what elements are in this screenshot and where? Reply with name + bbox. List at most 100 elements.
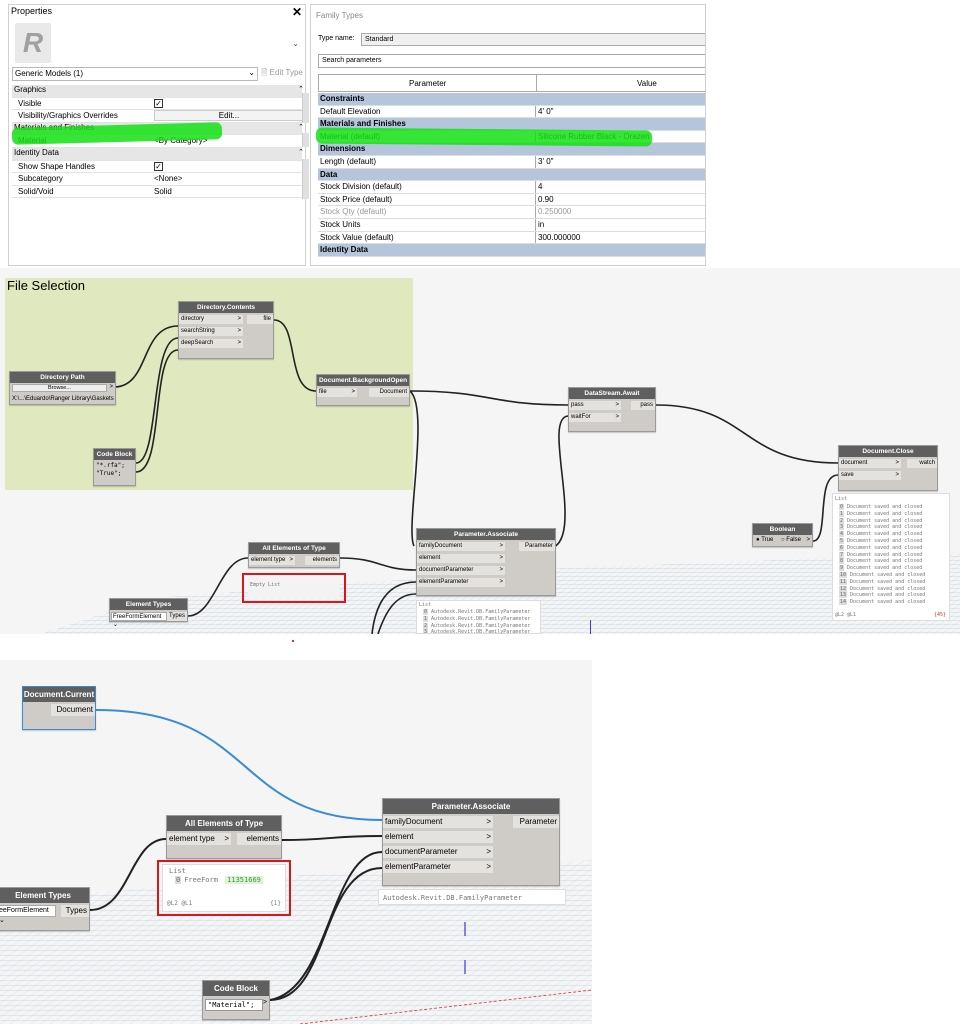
scrollbar[interactable] bbox=[302, 159, 309, 199]
parameter-group[interactable]: Constraints bbox=[318, 93, 705, 106]
element-types-node[interactable]: Element Types eeFormElement ⌄ Types bbox=[0, 887, 90, 931]
parameter-group[interactable]: Data bbox=[318, 168, 705, 182]
input-port[interactable]: elementParameter> bbox=[417, 578, 505, 587]
property-value[interactable]: <By Category> bbox=[154, 136, 208, 146]
parameter-group[interactable]: Dimensions bbox=[318, 143, 705, 156]
output-port[interactable]: Document bbox=[51, 704, 95, 716]
output-port[interactable]: Parameter bbox=[513, 816, 559, 828]
parameter-row[interactable]: Stock Division (default)4 bbox=[318, 181, 705, 194]
parameter-value[interactable]: 3' 0" bbox=[538, 157, 554, 166]
search-parameters-input[interactable]: Search parameters bbox=[318, 54, 705, 68]
scrollbar[interactable] bbox=[302, 93, 309, 123]
code-line[interactable]: "*.rfa"; bbox=[96, 462, 125, 469]
col-value[interactable]: Value bbox=[637, 79, 657, 88]
background-open-node[interactable]: Document.BackgroundOpen file> Document bbox=[316, 374, 410, 406]
parameter-row[interactable]: Length (default)3' 0" bbox=[318, 156, 705, 169]
collapse-icon[interactable]: ⌃ bbox=[298, 149, 304, 156]
collapse-icon[interactable]: ⌃ bbox=[298, 123, 304, 131]
input-port[interactable]: pass> bbox=[569, 401, 621, 410]
parameter-group[interactable]: Identity Data bbox=[318, 244, 705, 257]
property-group-header[interactable]: Graphics⌃ bbox=[12, 85, 304, 98]
directory-contents-node[interactable]: Directory.Contents directory> searchStri… bbox=[178, 301, 274, 359]
chevron-down-icon[interactable]: ⌄ bbox=[292, 39, 299, 48]
directory-path-node[interactable]: Directory Path Browse... > X:\...\Eduard… bbox=[9, 371, 116, 405]
code-line[interactable]: "True"; bbox=[96, 470, 122, 477]
parameter-value[interactable]: 4 bbox=[538, 182, 543, 192]
property-checkbox[interactable]: ✓ bbox=[154, 98, 163, 108]
dynamo-graph-1[interactable]: File Selection Directory Path Browse... … bbox=[0, 268, 960, 634]
input-port[interactable]: searchString> bbox=[179, 327, 243, 336]
input-port[interactable]: documentParameter> bbox=[383, 846, 493, 858]
property-group-header[interactable]: Identity Data⌃ bbox=[12, 148, 304, 161]
input-port[interactable]: element> bbox=[417, 554, 505, 563]
input-port[interactable]: element type> bbox=[249, 556, 295, 565]
input-port[interactable]: save> bbox=[839, 471, 901, 480]
input-port[interactable]: familyDocument> bbox=[383, 816, 493, 828]
parameter-row[interactable]: Stock Value (default)300.000000 bbox=[318, 231, 705, 245]
parameter-value[interactable]: 0.250000 bbox=[538, 207, 572, 217]
all-elements-node[interactable]: All Elements of Type element type> eleme… bbox=[248, 542, 340, 568]
input-port[interactable]: familyDocument> bbox=[417, 542, 505, 551]
input-port[interactable]: file> bbox=[317, 388, 357, 397]
output-port[interactable]: Types bbox=[61, 905, 89, 917]
edit-button[interactable]: Edit... bbox=[154, 110, 304, 122]
boolean-node[interactable]: Boolean ● True ○ False > bbox=[752, 523, 813, 547]
element-types-node[interactable]: Element Types FreeFormElement ⌄ Types bbox=[109, 598, 188, 628]
output-port[interactable]: elements bbox=[237, 833, 281, 845]
element-type-dropdown[interactable]: FreeFormElement ⌄ bbox=[111, 612, 167, 628]
output-port[interactable]: Parameter bbox=[519, 542, 555, 551]
type-selector[interactable]: Generic Models (1) ⌄ bbox=[12, 67, 258, 81]
browse-button[interactable]: Browse... bbox=[12, 384, 107, 392]
input-port[interactable]: documentParameter> bbox=[417, 566, 505, 575]
all-elements-preview[interactable]: Empty List bbox=[248, 578, 340, 598]
property-row[interactable]: Show Shape Handles✓ bbox=[12, 161, 302, 174]
input-port[interactable]: element> bbox=[383, 831, 493, 843]
parameter-row[interactable]: Stock Qty (default)0.250000 bbox=[318, 206, 705, 219]
input-port[interactable]: directory> bbox=[179, 315, 243, 324]
output-port[interactable]: pass bbox=[631, 401, 655, 410]
parameter-row[interactable]: Stock Price (default)0.90 bbox=[318, 193, 705, 207]
code-line[interactable]: "Material"; bbox=[205, 999, 263, 1011]
property-value[interactable]: Solid bbox=[154, 186, 172, 196]
scrollbar[interactable] bbox=[302, 133, 309, 147]
type-name-field[interactable]: Standard bbox=[361, 33, 705, 46]
document-current-node[interactable]: Document.Current Document bbox=[22, 686, 96, 730]
document-close-node[interactable]: Document.Close document> save> watch bbox=[838, 445, 938, 491]
output-port[interactable]: elements bbox=[305, 556, 339, 565]
property-checkbox[interactable]: ✓ bbox=[154, 161, 163, 171]
property-row[interactable]: Visible✓ bbox=[12, 98, 302, 111]
parameter-value[interactable]: in bbox=[538, 220, 545, 229]
input-port[interactable]: deepSearch> bbox=[179, 339, 243, 348]
parameter-value[interactable]: 4' 0" bbox=[538, 106, 554, 116]
code-block-node[interactable]: Code Block "Material"; > bbox=[202, 980, 270, 1020]
input-port[interactable]: elementParameter> bbox=[383, 861, 493, 873]
all-elements-node[interactable]: All Elements of Type element type> eleme… bbox=[166, 815, 282, 859]
edit-type-button[interactable]: 🗎 Edit Type bbox=[261, 68, 303, 77]
output-port[interactable]: Types bbox=[167, 612, 187, 621]
property-value[interactable]: <None> bbox=[154, 174, 183, 184]
close-icon[interactable]: ✕ bbox=[291, 5, 302, 19]
input-port[interactable]: waitFor> bbox=[569, 413, 621, 422]
element-type-dropdown[interactable]: eeFormElement ⌄ bbox=[0, 905, 56, 924]
